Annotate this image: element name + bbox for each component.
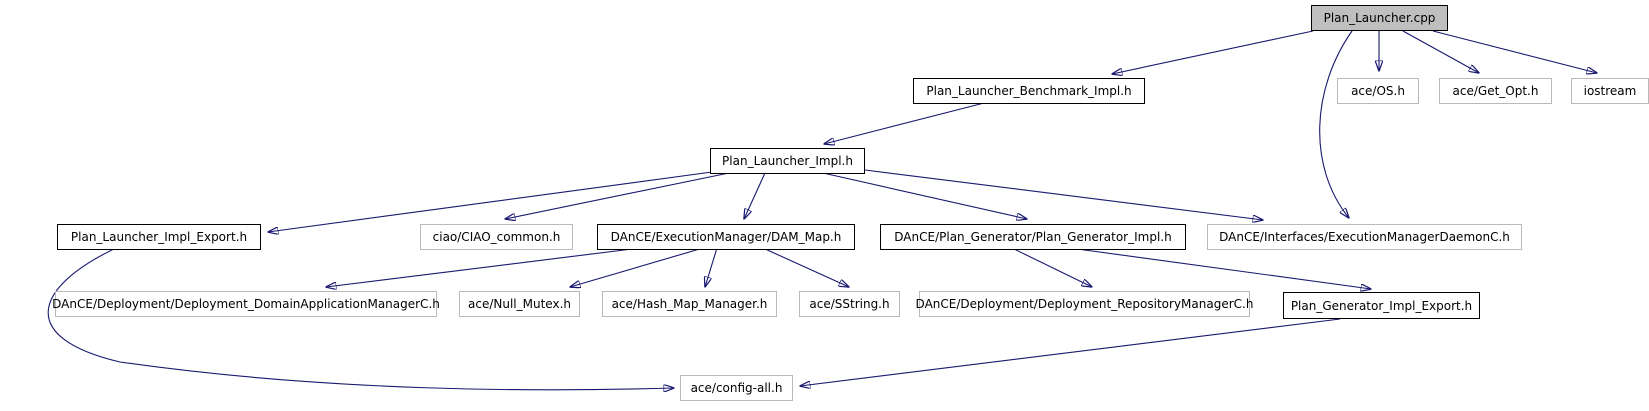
- node-label: ace/OS.h: [1351, 84, 1405, 98]
- node-plan-launcher-cpp[interactable]: Plan_Launcher.cpp: [1311, 5, 1448, 31]
- edge-launcher-impl-h-launcher-impl-export-h: [268, 171, 713, 232]
- node-label: DAnCE/Interfaces/ExecutionManagerDaemonC…: [1219, 230, 1510, 244]
- node-iostream[interactable]: iostream: [1571, 78, 1649, 104]
- edge-plan-launcher-cpp-benchmark-impl-h: [1112, 30, 1314, 74]
- node-label: ace/Hash_Map_Manager.h: [611, 297, 768, 311]
- node-label: DAnCE/ExecutionManager/DAM_Map.h: [610, 230, 842, 244]
- node-label: ace/SString.h: [809, 297, 890, 311]
- node-label: Plan_Launcher_Impl_Export.h: [70, 230, 248, 244]
- edge-dam-map-h-domain-app-managerc-h: [326, 247, 641, 287]
- node-sstring-h[interactable]: ace/SString.h: [799, 291, 900, 317]
- node-label: ciao/CIAO_common.h: [432, 230, 561, 244]
- node-label: iostream: [1583, 84, 1637, 98]
- node-launcher-impl-export-h[interactable]: Plan_Launcher_Impl_Export.h: [57, 224, 261, 250]
- node-em-daemonc-h[interactable]: DAnCE/Interfaces/ExecutionManagerDaemonC…: [1207, 224, 1522, 250]
- node-launcher-impl-h[interactable]: Plan_Launcher_Impl.h: [710, 148, 865, 174]
- node-ace-os-h[interactable]: ace/OS.h: [1337, 78, 1419, 104]
- edge-plan-launcher-cpp-ace-get-opt-h: [1402, 30, 1479, 73]
- node-hash-map-manager-h[interactable]: ace/Hash_Map_Manager.h: [602, 291, 777, 317]
- node-label: Plan_Launcher.cpp: [1323, 11, 1436, 25]
- edge-dam-map-h-sstring-h: [762, 247, 849, 287]
- node-label: DAnCE/Deployment/Deployment_RepositoryMa…: [915, 297, 1254, 311]
- edge-plan-launcher-cpp-em-daemonc-h: [1319, 30, 1353, 218]
- node-label: DAnCE/Deployment/Deployment_DomainApplic…: [52, 297, 440, 311]
- node-label: Plan_Launcher_Impl.h: [722, 154, 853, 168]
- edge-plan-gen-impl-export-h-config-all-h: [800, 318, 1341, 386]
- edge-plan-generator-impl-h-repo-managerc-h: [1011, 247, 1092, 287]
- node-ciao-common-h[interactable]: ciao/CIAO_common.h: [420, 224, 573, 250]
- edge-launcher-impl-h-dam-map-h: [744, 172, 766, 219]
- node-config-all-h[interactable]: ace/config-all.h: [680, 375, 793, 401]
- node-domain-app-managerc-h[interactable]: DAnCE/Deployment/Deployment_DomainApplic…: [52, 291, 440, 317]
- node-null-mutex-h[interactable]: ace/Null_Mutex.h: [459, 291, 580, 317]
- edge-launcher-impl-h-ciao-common-h: [505, 172, 730, 219]
- edge-launcher-impl-h-em-daemonc-h: [864, 169, 1263, 220]
- edge-plan-generator-impl-h-plan-gen-impl-export-h: [1069, 247, 1371, 289]
- edge-launcher-impl-export-h-config-all-h: [47, 247, 674, 390]
- node-repo-managerc-h[interactable]: DAnCE/Deployment/Deployment_RepositoryMa…: [916, 291, 1253, 317]
- node-ace-get-opt-h[interactable]: ace/Get_Opt.h: [1439, 78, 1552, 104]
- node-benchmark-impl-h[interactable]: Plan_Launcher_Benchmark_Impl.h: [913, 78, 1145, 104]
- edge-benchmark-impl-h-launcher-impl-h: [824, 101, 989, 144]
- node-label: Plan_Generator_Impl_Export.h: [1290, 298, 1473, 313]
- node-label: ace/Null_Mutex.h: [468, 297, 571, 311]
- node-label: DAnCE/Plan_Generator/Plan_Generator_Impl…: [894, 230, 1172, 244]
- node-label: ace/Get_Opt.h: [1452, 84, 1539, 98]
- edge-plan-launcher-cpp-iostream: [1432, 30, 1597, 73]
- node-label: Plan_Launcher_Benchmark_Impl.h: [926, 84, 1132, 98]
- node-label: ace/config-all.h: [690, 381, 783, 395]
- node-plan-gen-impl-export-h[interactable]: Plan_Generator_Impl_Export.h: [1283, 292, 1480, 319]
- node-plan-generator-impl-h[interactable]: DAnCE/Plan_Generator/Plan_Generator_Impl…: [880, 224, 1186, 250]
- edge-dam-map-h-null-mutex-h: [570, 247, 704, 287]
- node-dam-map-h[interactable]: DAnCE/ExecutionManager/DAM_Map.h: [597, 224, 855, 250]
- edge-dam-map-h-hash-map-manager-h: [705, 247, 718, 287]
- edge-launcher-impl-h-plan-generator-impl-h: [822, 172, 1027, 219]
